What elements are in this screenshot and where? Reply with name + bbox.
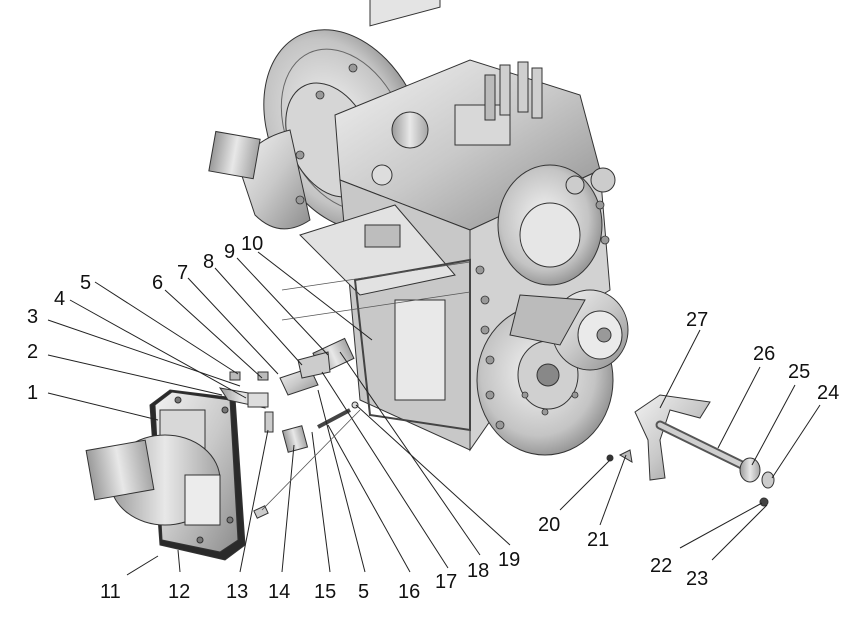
callout-15: 15 (314, 581, 337, 603)
callout-18: 18 (467, 560, 490, 582)
callout-17: 17 (435, 571, 458, 593)
callout-23: 23 (686, 568, 709, 590)
leader-lines (47, 251, 821, 576)
callout-9: 9 (224, 241, 236, 263)
callout-5: 5 (80, 272, 92, 294)
callout-8: 8 (203, 251, 215, 273)
callout-16: 16 (398, 581, 421, 603)
callout-27: 27 (686, 309, 709, 331)
callout-2: 2 (27, 341, 39, 363)
callout-5-lower: 5 (358, 581, 370, 603)
callout-6: 6 (152, 272, 164, 294)
callout-13: 13 (226, 581, 249, 603)
shift-fork-group (606, 394, 775, 507)
callout-3: 3 (27, 306, 39, 328)
callout-21: 21 (587, 529, 610, 551)
gearbox-assembly (208, 0, 629, 456)
callout-25: 25 (788, 361, 811, 383)
callout-11: 11 (100, 581, 121, 603)
exploded-axis-lines (261, 261, 471, 511)
callout-14: 14 (268, 581, 291, 603)
callout-4: 4 (54, 288, 66, 310)
callout-24: 24 (817, 382, 840, 404)
callout-7: 7 (177, 262, 189, 284)
callout-20: 20 (538, 514, 561, 536)
callout-10: 10 (241, 233, 264, 255)
callout-22: 22 (650, 555, 673, 577)
callout-19: 19 (498, 549, 521, 571)
callout-26: 26 (753, 343, 776, 365)
callout-1: 1 (27, 382, 39, 404)
power-take-off-unit (85, 371, 274, 561)
callout-12: 12 (168, 581, 191, 603)
small-parts-group (253, 337, 359, 519)
